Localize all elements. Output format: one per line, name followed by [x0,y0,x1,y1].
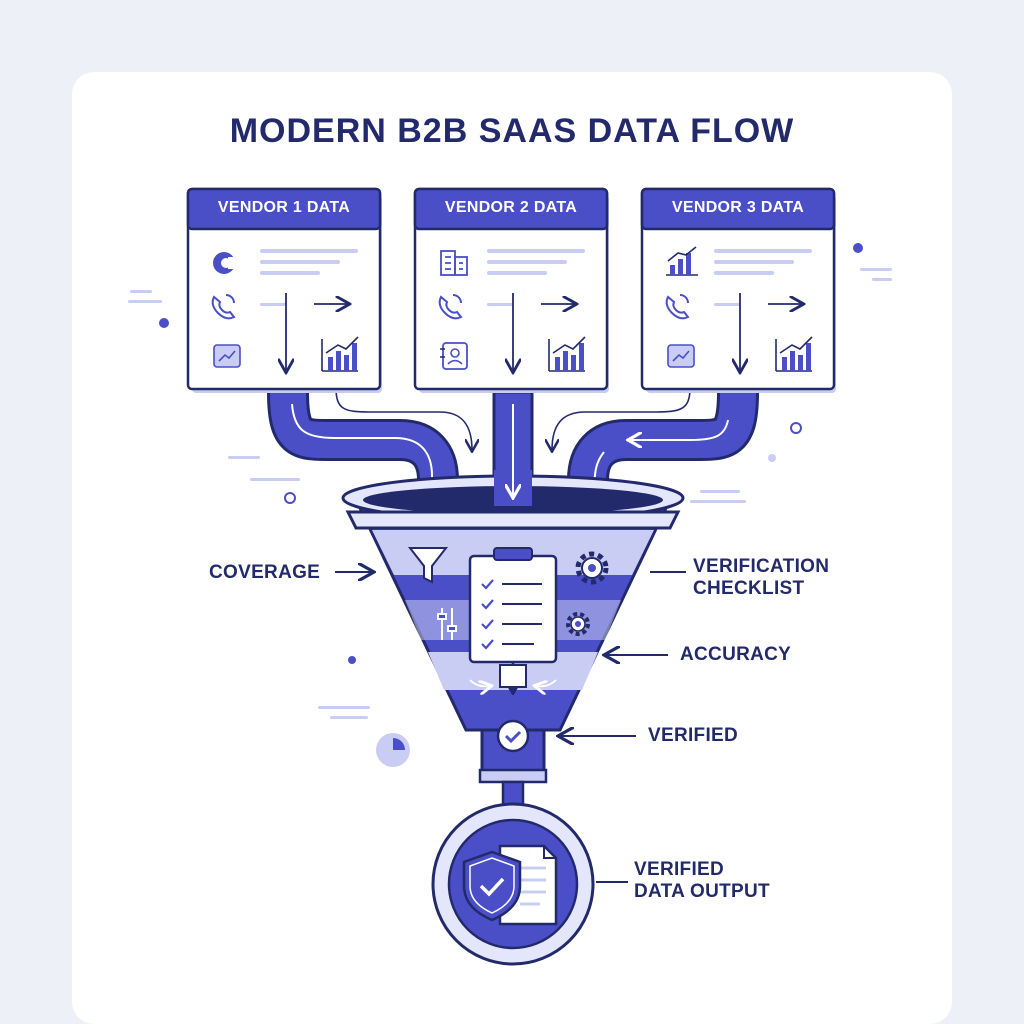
trend-chat-icon [667,344,695,368]
label-pointers [335,572,686,883]
verified-label: VERIFIED [648,725,739,746]
sliders-icon [437,608,457,640]
vendor-card-3 [640,187,836,393]
phone-icon [438,294,463,320]
decorations [128,243,892,767]
vendor-card-2 [413,187,609,393]
logo-icon [213,252,238,274]
verification-label-line1: VERIFICATION [693,556,830,577]
output [431,780,595,966]
flow-arrow-1 [291,403,432,500]
accuracy-label: ACCURACY [680,644,792,665]
vendor-card-1 [186,187,382,393]
flow-arrow-3 [630,419,729,440]
vendor-3-header: VENDOR 3 DATA [671,199,805,216]
shield-check-icon [462,850,522,922]
trend-chat-icon [213,344,241,368]
funnel [341,470,685,784]
output-label-line1: VERIFIED [634,859,725,880]
output-label-line2: DATA OUTPUT [634,881,770,902]
vendor-2-header: VENDOR 2 DATA [444,199,578,216]
verified-data-output-label: VERIFIED DATA OUTPUT [634,859,770,903]
bar-chart-icon [775,336,813,372]
verification-checklist-label: VERIFICATION CHECKLIST [693,556,829,600]
bar-chart-icon [548,336,586,372]
clipboard-checklist-icon [468,547,558,664]
bar-chart-icon [666,246,698,276]
page-title: MODERN B2B SAAS DATA FLOW [229,112,795,150]
vendor-1-header: VENDOR 1 DATA [217,199,351,216]
phone-icon [211,294,236,320]
bar-chart-icon [321,336,359,372]
filter-icon [407,547,449,584]
gear-icon [575,551,609,585]
gear-icon [566,612,590,636]
check-circle-icon [496,719,530,753]
coverage-label: COVERAGE [209,562,321,583]
contact-book-icon [440,342,468,370]
phone-icon [665,294,690,320]
building-icon [440,250,468,276]
verification-label-line2: CHECKLIST [693,578,805,599]
